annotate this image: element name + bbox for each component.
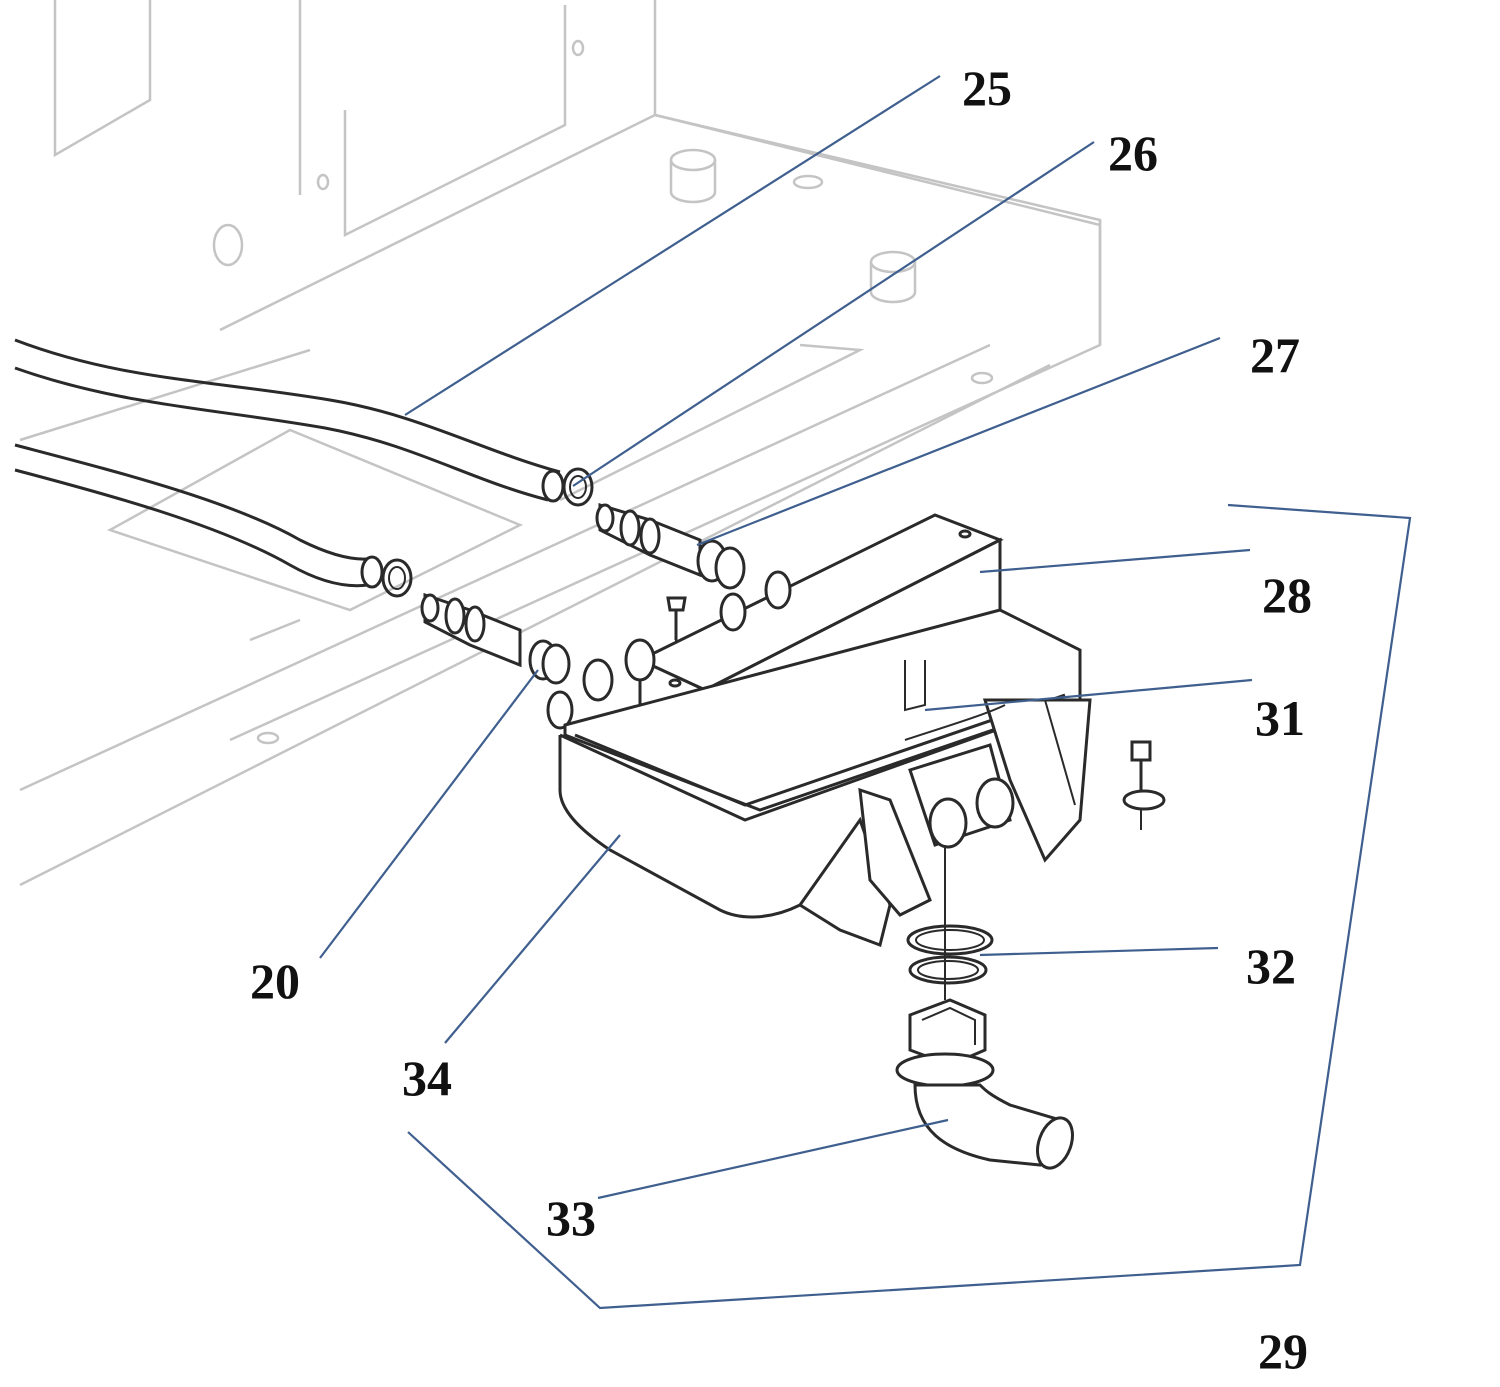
- seal-rings: [906, 845, 994, 1000]
- tray-body: [558, 608, 1092, 947]
- housing-outline: [19, 0, 1102, 887]
- hose-clamp-lower: [381, 558, 413, 598]
- hose-clamp-upper: [562, 467, 594, 507]
- fitting-upper: [595, 502, 746, 590]
- hose-upper: [14, 338, 565, 503]
- hose-lower: [14, 443, 384, 589]
- part-label-20: 20: [250, 953, 300, 1009]
- fitting-lower: [420, 592, 571, 685]
- screw-right: [1122, 740, 1166, 830]
- part-label-25: 25: [962, 60, 1012, 116]
- part-label-32: 32: [1246, 938, 1296, 994]
- part-label-26: 26: [1108, 125, 1158, 181]
- elbow-outlet: [895, 998, 1074, 1170]
- leader-lines: [319, 75, 1412, 1310]
- outlet-stubs: [908, 743, 1015, 849]
- part-number-labels: 25 26 27 28 31 20 32 34 33 29: [250, 60, 1312, 1379]
- part-label-34: 34: [402, 1050, 452, 1106]
- part-label-31: 31: [1255, 690, 1305, 746]
- part-label-28: 28: [1262, 567, 1312, 623]
- part-label-33: 33: [546, 1190, 596, 1246]
- part-label-27: 27: [1250, 327, 1300, 383]
- inner-bracket: [904, 660, 1006, 741]
- cover-bar-ports: [546, 570, 792, 730]
- part-label-29: 29: [1258, 1323, 1308, 1379]
